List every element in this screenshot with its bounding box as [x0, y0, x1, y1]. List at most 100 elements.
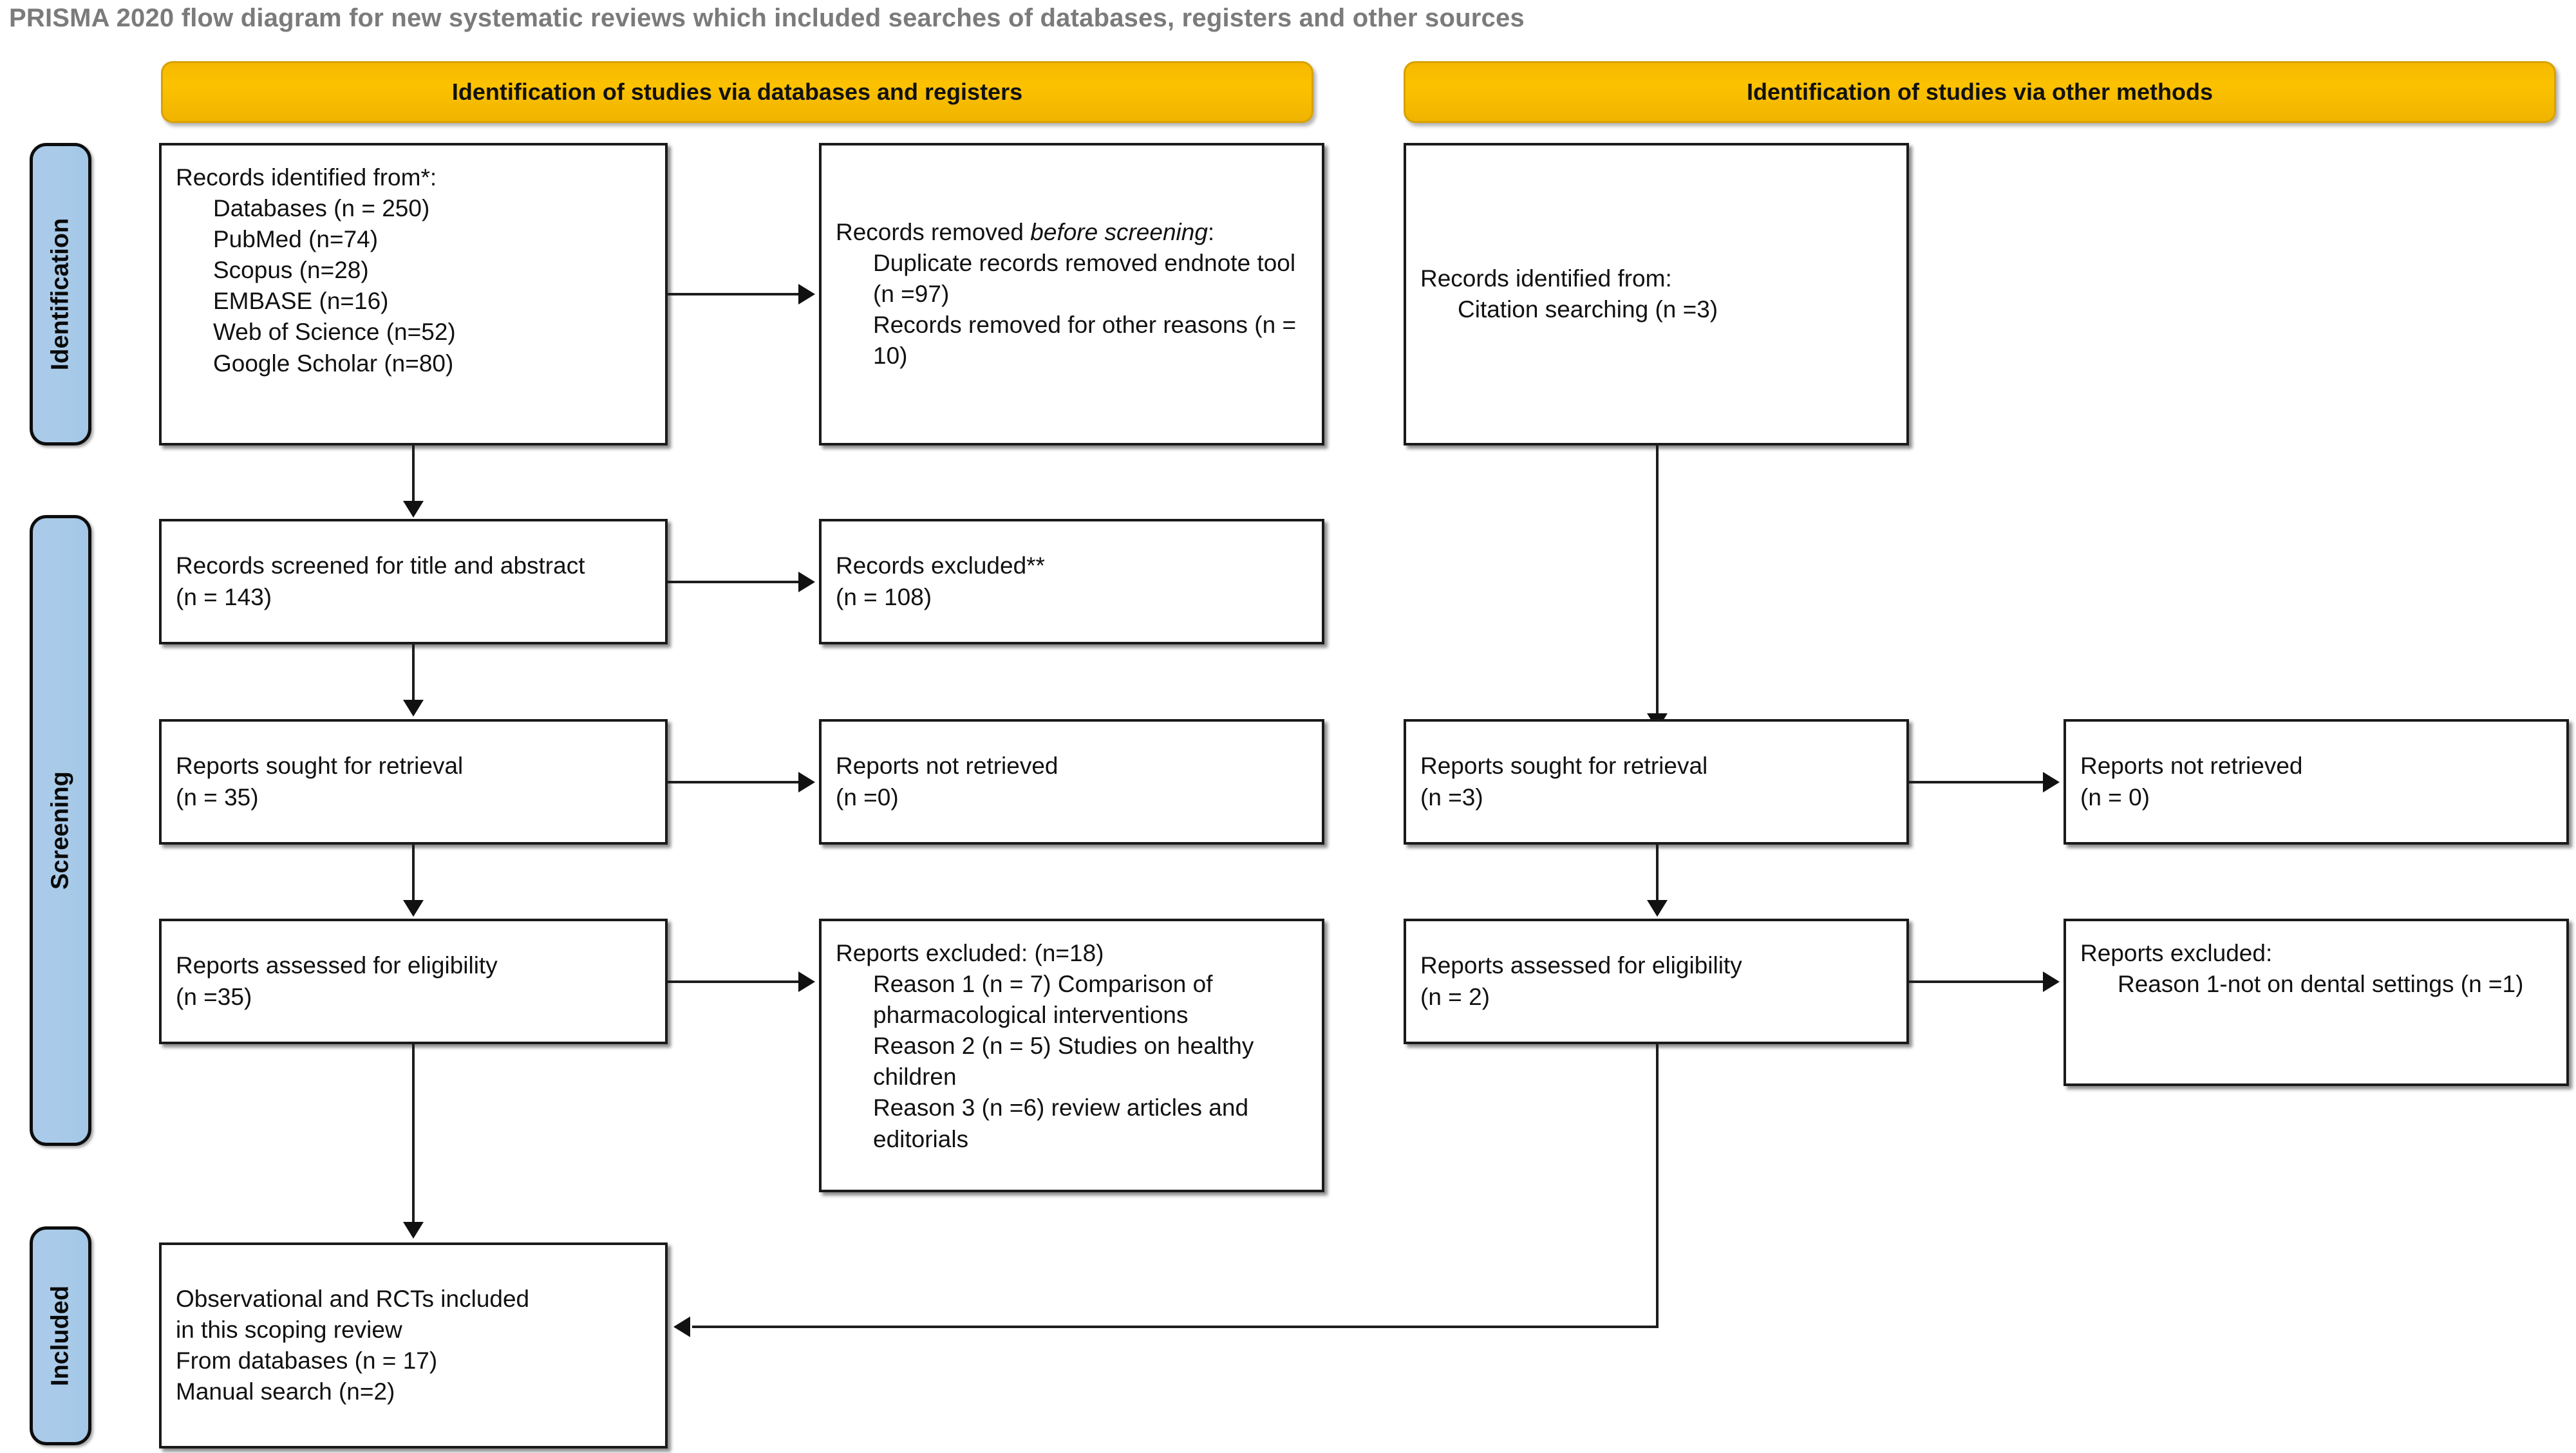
- box-reports-assessed-right-text: Reports assessed for eligibility (n = 2): [1420, 950, 1892, 1012]
- box-reports-excluded-left: Reports excluded: (n=18) Reason 1 (n = 7…: [819, 919, 1324, 1192]
- reports-sought-right-line-2: (n =3): [1420, 783, 1483, 811]
- arrow-assessed-to-excluded-left: [798, 971, 815, 992]
- connector-assessed-right-left: [692, 1326, 1659, 1328]
- arrow-assessed-to-excluded-right: [2043, 971, 2060, 992]
- reports-sought-left-line-2: (n = 35): [176, 783, 259, 811]
- records-identified-heading: Records identified from*:: [176, 164, 437, 191]
- reports-assessed-right-line-1: Reports assessed for eligibility: [1420, 952, 1742, 979]
- reports-excluded-left-item-2: Reason 3 (n =6) review articles and edit…: [873, 1094, 1249, 1152]
- reports-excluded-right-heading: Reports excluded:: [2080, 940, 2273, 966]
- box-reports-not-retrieved-left: Reports not retrieved (n =0): [819, 719, 1324, 845]
- reports-sought-left-line-1: Reports sought for retrieval: [176, 753, 464, 780]
- included-studies-line-2: in this scoping review: [176, 1316, 402, 1343]
- box-reports-excluded-right: Reports excluded: Reason 1-not on dental…: [2064, 919, 2569, 1086]
- box-reports-sought-right: Reports sought for retrieval (n =3): [1404, 719, 1909, 845]
- records-identified-item-1: PubMed (n=74): [213, 226, 379, 253]
- records-removed-item-1: Records removed for other reasons (n = 1…: [873, 312, 1297, 370]
- arrow-assessed-left-to-included: [403, 1222, 424, 1239]
- arrow-identified-to-screened: [403, 501, 424, 518]
- reports-excluded-left-heading: Reports excluded: (n=18): [836, 940, 1104, 966]
- box-records-screened-text: Records screened for title and abstract …: [176, 550, 651, 612]
- banner-databases-registers-text: Identification of studies via databases …: [451, 79, 1023, 105]
- box-reports-sought-left: Reports sought for retrieval (n = 35): [159, 719, 668, 845]
- arrow-sought-to-not-retrieved-left: [798, 772, 815, 792]
- box-records-excluded: Records excluded** (n = 108): [819, 519, 1324, 644]
- phase-label-screening-text: Screening: [46, 771, 74, 890]
- box-reports-not-retrieved-right: Reports not retrieved (n = 0): [2064, 719, 2569, 845]
- banner-other-methods-text: Identification of studies via other meth…: [1746, 79, 2214, 105]
- records-identified-item-5: Google Scholar (n=80): [213, 350, 454, 377]
- box-records-identified: Records identified from*: Databases (n =…: [159, 143, 668, 445]
- records-identified-item-4: Web of Science (n=52): [213, 319, 456, 346]
- box-reports-assessed-right: Reports assessed for eligibility (n = 2): [1404, 919, 1909, 1044]
- box-reports-assessed-left-text: Reports assessed for eligibility (n =35): [176, 950, 651, 1012]
- box-records-removed: Records removed before screening: Duplic…: [819, 143, 1324, 445]
- records-removed-heading-plain: Records removed: [836, 218, 1031, 245]
- reports-not-retrieved-left-line-2: (n =0): [836, 783, 899, 811]
- box-included-studies-text: Observational and RCTs included in this …: [176, 1284, 651, 1407]
- reports-excluded-left-item-0: Reason 1 (n = 7) Comparison of pharmacol…: [873, 971, 1213, 1029]
- arrow-screened-to-excluded: [798, 572, 815, 592]
- reports-assessed-left-line-1: Reports assessed for eligibility: [176, 952, 498, 979]
- records-excluded-line-1: Records excluded**: [836, 552, 1045, 579]
- records-removed-heading: Records removed before screening:: [836, 219, 1214, 245]
- connector-sought-to-not-retrieved-left: [668, 781, 800, 783]
- included-studies-line-3: From databases (n = 17): [176, 1347, 438, 1374]
- records-excluded-line-2: (n = 108): [836, 583, 932, 610]
- reports-assessed-right-line-2: (n = 2): [1420, 983, 1490, 1010]
- arrow-sought-to-not-retrieved-right: [2043, 772, 2060, 792]
- page-title: PRISMA 2020 flow diagram for new systema…: [9, 4, 1525, 32]
- connector-identified-to-screened: [412, 445, 415, 503]
- box-records-removed-text: Records removed before screening: Duplic…: [836, 217, 1308, 371]
- records-identified-other-heading: Records identified from:: [1420, 265, 1672, 292]
- connector-assessed-to-excluded-right: [1909, 980, 2044, 983]
- records-screened-line-2: (n = 143): [176, 583, 272, 610]
- reports-sought-right-line-1: Reports sought for retrieval: [1420, 753, 1708, 780]
- records-identified-other-item-0: Citation searching (n =3): [1458, 296, 1718, 323]
- connector-sought-to-not-retrieved-right: [1909, 781, 2044, 783]
- connector-screened-to-excluded: [668, 581, 800, 583]
- arrow-identified-to-removed: [798, 284, 815, 305]
- box-reports-not-retrieved-right-text: Reports not retrieved (n = 0): [2080, 751, 2552, 812]
- arrow-sought-to-assessed-right: [1647, 900, 1668, 917]
- reports-assessed-left-line-2: (n =35): [176, 983, 252, 1010]
- box-records-excluded-text: Records excluded** (n = 108): [836, 550, 1308, 612]
- arrow-screened-to-sought: [403, 700, 424, 717]
- included-studies-line-4: Manual search (n=2): [176, 1378, 395, 1405]
- phase-label-identification-text: Identification: [46, 218, 74, 371]
- reports-not-retrieved-left-line-1: Reports not retrieved: [836, 753, 1058, 780]
- box-included-studies: Observational and RCTs included in this …: [159, 1242, 668, 1448]
- records-identified-item-2: Scopus (n=28): [213, 257, 369, 284]
- box-reports-sought-right-text: Reports sought for retrieval (n =3): [1420, 751, 1892, 812]
- connector-identified-to-removed: [668, 293, 800, 295]
- connector-assessed-to-excluded-left: [668, 980, 800, 983]
- records-identified-item-0: Databases (n = 250): [213, 195, 430, 222]
- box-records-identified-other: Records identified from: Citation search…: [1404, 143, 1909, 445]
- connector-screened-to-sought: [412, 644, 415, 702]
- connector-assessed-right-down: [1656, 1044, 1659, 1328]
- records-removed-heading-colon: :: [1207, 218, 1215, 245]
- records-screened-line-1: Records screened for title and abstract: [176, 552, 585, 579]
- box-reports-sought-left-text: Reports sought for retrieval (n = 35): [176, 751, 651, 812]
- included-studies-line-1: Observational and RCTs included: [176, 1285, 530, 1312]
- phase-label-identification: Identification: [30, 143, 91, 445]
- box-records-identified-text: Records identified from*: Databases (n =…: [176, 162, 651, 379]
- box-reports-excluded-left-text: Reports excluded: (n=18) Reason 1 (n = 7…: [836, 938, 1308, 1155]
- phase-label-screening: Screening: [30, 515, 91, 1146]
- banner-other-methods: Identification of studies via other meth…: [1404, 61, 2556, 123]
- reports-not-retrieved-right-line-2: (n = 0): [2080, 783, 2150, 811]
- arrow-right-column-to-included: [673, 1317, 690, 1337]
- records-removed-heading-italic: before screening: [1030, 218, 1208, 245]
- box-reports-assessed-left: Reports assessed for eligibility (n =35): [159, 919, 668, 1044]
- reports-excluded-left-item-1: Reason 2 (n = 5) Studies on healthy chil…: [873, 1033, 1254, 1091]
- box-records-screened: Records screened for title and abstract …: [159, 519, 668, 644]
- records-removed-item-0: Duplicate records removed endnote tool (…: [873, 249, 1296, 307]
- records-identified-item-3: EMBASE (n=16): [213, 288, 389, 315]
- arrow-sought-to-assessed-left: [403, 900, 424, 917]
- connector-sought-to-assessed-left: [412, 845, 415, 903]
- reports-excluded-right-item-0: Reason 1-not on dental settings (n =1): [2118, 971, 2524, 998]
- banner-databases-registers: Identification of studies via databases …: [161, 61, 1313, 123]
- phase-label-included-text: Included: [46, 1285, 74, 1387]
- reports-not-retrieved-right-line-1: Reports not retrieved: [2080, 753, 2303, 780]
